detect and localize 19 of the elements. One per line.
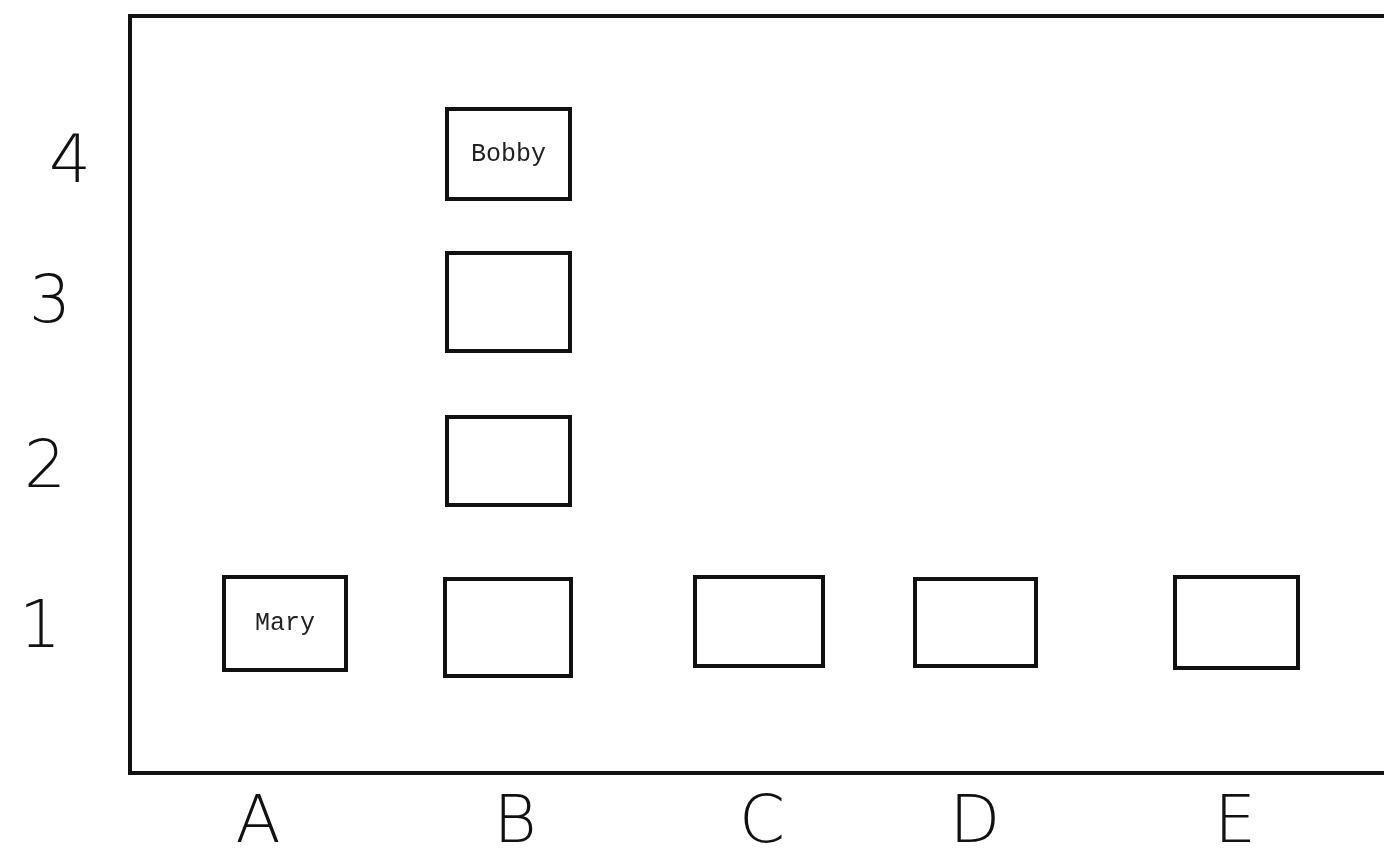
name-box bbox=[445, 107, 572, 201]
empty-box bbox=[693, 575, 825, 668]
empty-box bbox=[445, 415, 572, 507]
empty-box bbox=[1173, 575, 1300, 670]
column-letter: D bbox=[949, 787, 1001, 853]
column-letter: A bbox=[235, 787, 281, 853]
row-number: 4 bbox=[49, 127, 91, 193]
empty-box bbox=[445, 251, 572, 353]
empty-box bbox=[913, 577, 1038, 668]
name-box bbox=[222, 575, 348, 672]
column-letter: E bbox=[1214, 787, 1256, 853]
column-letter: C bbox=[738, 787, 786, 853]
row-number: 1 bbox=[19, 592, 61, 658]
row-number: 2 bbox=[24, 432, 66, 498]
row-number: 3 bbox=[29, 267, 71, 333]
name-text: Bobby bbox=[471, 139, 546, 169]
empty-box bbox=[443, 577, 573, 678]
name-text: Mary bbox=[255, 609, 315, 638]
column-letter: B bbox=[493, 787, 537, 853]
